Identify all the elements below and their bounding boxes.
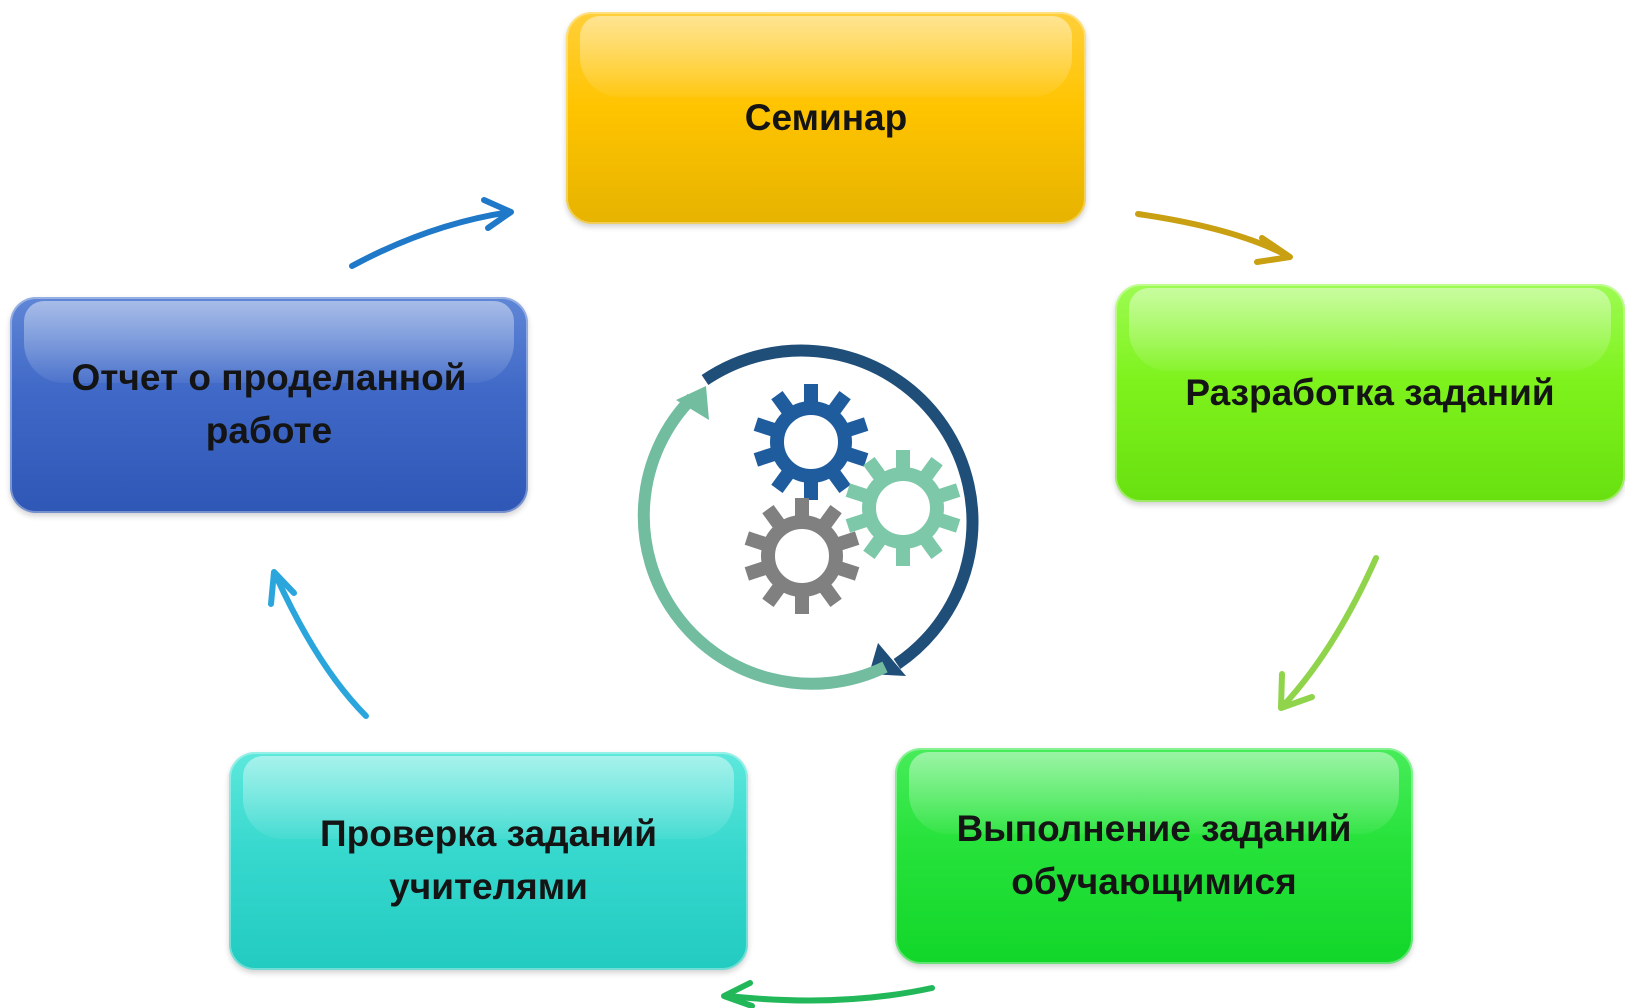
step-seminar-label: Семинар bbox=[744, 96, 908, 138]
arrow-razrabotka-to-vypolnenie bbox=[1278, 555, 1379, 711]
arrow-proverka-to-otchet bbox=[268, 569, 369, 719]
step-otchet: Отчет о проделанной работе bbox=[10, 297, 528, 513]
arrow-otchet-to-seminar bbox=[349, 197, 514, 269]
cycle-light-arrowhead bbox=[676, 386, 709, 420]
gear-gray bbox=[744, 498, 860, 614]
gear-teal bbox=[845, 450, 961, 566]
step-otchet-label: Отчет о проделанной работе bbox=[71, 357, 467, 451]
step-seminar: Семинар bbox=[566, 12, 1086, 224]
cycle-dark-arc bbox=[701, 344, 979, 669]
step-proverka-zadaniy: Проверка заданий учителями bbox=[229, 752, 748, 970]
arrow-vypolnenie-to-proverka bbox=[721, 980, 935, 1008]
cycle-light-arc bbox=[637, 393, 888, 690]
step-vypolnenie-label: Выполнение заданий обучающимися bbox=[956, 808, 1352, 902]
step-proverka-label: Проверка заданий учителями bbox=[320, 813, 657, 907]
arrow-seminar-to-razrabotka bbox=[1135, 211, 1293, 265]
cycle-gears-icon bbox=[637, 344, 979, 690]
gear-blue bbox=[753, 384, 869, 500]
step-razrabotka-zadaniy: Разработка заданий bbox=[1115, 284, 1625, 502]
step-vypolnenie-zadaniy: Выполнение заданий обучающимися bbox=[895, 748, 1413, 964]
step-razrabotka-label: Разработка заданий bbox=[1185, 371, 1555, 413]
